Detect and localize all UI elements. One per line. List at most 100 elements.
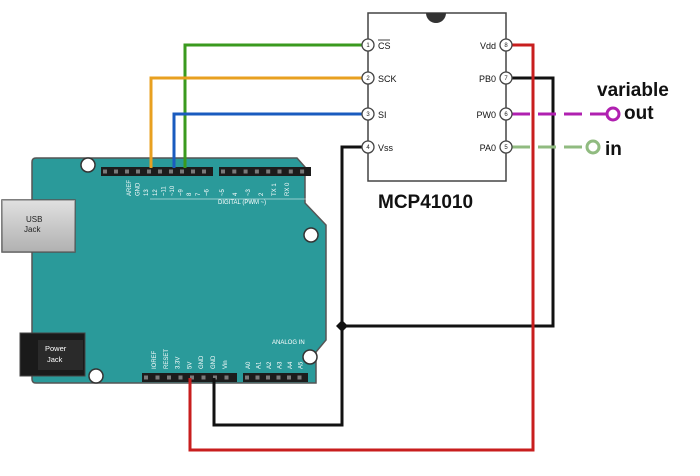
header-pin: [190, 375, 194, 380]
header-label: ~5: [220, 188, 226, 196]
power-label-1: Power: [45, 344, 67, 353]
header-label: A4: [288, 361, 294, 369]
header-label: A3: [278, 361, 284, 369]
header-pin: [221, 169, 225, 174]
chip-pin-7: 7 PB0: [479, 71, 513, 85]
pin-label-vss: Vss: [378, 143, 394, 153]
header-pin: [232, 169, 237, 174]
usb-jack: USB Jack: [1, 199, 76, 253]
header-pin: [297, 375, 302, 380]
power-label-2: Jack: [47, 355, 63, 364]
power-jack: Power Jack: [19, 332, 86, 377]
terminal-in: [585, 139, 601, 155]
header-label: 4: [233, 192, 239, 196]
digital-caption: DIGITAL (PWM ~): [218, 200, 266, 206]
header-label: GND: [136, 182, 142, 196]
header-label: TX 1: [272, 183, 278, 196]
header-pin: [266, 169, 271, 174]
svg-text:6: 6: [504, 112, 508, 118]
mounting-hole: [88, 368, 104, 384]
chip-notch: [426, 13, 446, 23]
header-label: ~11: [161, 186, 167, 196]
chip-pin-2: 2 SCK: [361, 71, 397, 85]
header-pin: [201, 375, 206, 380]
header-pin: [243, 169, 248, 174]
terminal-label-variable: variable: [597, 80, 669, 101]
terminal-label-in: in: [605, 139, 622, 160]
wire-vdd: [188, 43, 535, 452]
wires: [149, 43, 607, 452]
header-pin: [254, 169, 259, 174]
header-label: AREF: [127, 180, 133, 196]
header-pin: [276, 375, 281, 380]
pin-label-pw0: PW0: [476, 110, 496, 120]
header-label: A1: [257, 361, 263, 369]
header-pin: [277, 169, 282, 174]
chip-name: MCP41010: [378, 192, 473, 213]
header-label: ~10: [170, 185, 176, 196]
header-label: 12: [153, 189, 159, 196]
mounting-hole: [303, 227, 319, 243]
svg-text:7: 7: [504, 76, 508, 82]
board-outline: [31, 157, 327, 384]
junction-dot: [336, 320, 348, 332]
svg-text:1: 1: [366, 43, 370, 49]
header-pin: [300, 169, 305, 174]
pin-label-pb0: PB0: [479, 74, 496, 84]
header-label: Vin: [223, 360, 229, 369]
header-pin: [178, 375, 183, 380]
header-pin: [167, 375, 171, 380]
svg-text:2: 2: [366, 76, 370, 82]
chip-pin-5: 5 PA0: [480, 140, 513, 154]
pin-label-si: SI: [378, 110, 387, 120]
header-label: A2: [267, 361, 273, 369]
header-pin: [287, 375, 291, 380]
wire-gnd: [212, 145, 362, 427]
header-pin: [191, 169, 195, 174]
header-pin: [266, 375, 270, 380]
header-pin: [103, 169, 107, 174]
header-label: GND: [199, 355, 205, 369]
terminal-label-out: out: [624, 103, 654, 124]
header-pin: [202, 169, 206, 174]
header-pin: [147, 169, 151, 174]
header-pin: [155, 375, 160, 380]
header-pin: [224, 375, 229, 380]
header-label: A0: [246, 361, 252, 369]
wire-cs: [183, 43, 362, 168]
usb-label-2: Jack: [24, 225, 41, 234]
mounting-hole: [80, 157, 96, 173]
header-pin: [255, 375, 260, 380]
svg-text:4: 4: [366, 145, 370, 151]
wire-si: [172, 112, 362, 168]
header-label: RX 0: [285, 182, 291, 196]
header-label: A5: [299, 361, 305, 369]
header-label: ~9: [179, 188, 185, 196]
header-label: 13: [144, 189, 150, 196]
pin-label-pa0: PA0: [480, 143, 496, 153]
header-pin: [144, 375, 148, 380]
header-label: GND: [211, 355, 217, 369]
svg-text:3: 3: [366, 112, 370, 118]
header-pin: [180, 169, 184, 174]
header-label: IOREF: [152, 350, 158, 369]
header-label: ~3: [246, 188, 252, 196]
analog-header: A0 A1 A2 A3 A4 A5 ANALOG IN: [243, 340, 308, 382]
usb-label-1: USB: [26, 215, 42, 224]
header-label: 2: [259, 192, 265, 196]
header-label: ~6: [204, 188, 210, 196]
header-pin: [288, 169, 293, 174]
chip-pin-3: 3 SI: [361, 107, 387, 121]
mounting-hole: [302, 349, 318, 365]
analog-caption: ANALOG IN: [272, 340, 305, 346]
header-pin: [213, 375, 217, 380]
header-pin: [114, 169, 118, 174]
header-pin: [136, 169, 140, 174]
chip-pin-1: 1 CS: [361, 38, 391, 52]
pin-label-cs: CS: [378, 41, 391, 51]
header-label: 7: [196, 192, 202, 196]
